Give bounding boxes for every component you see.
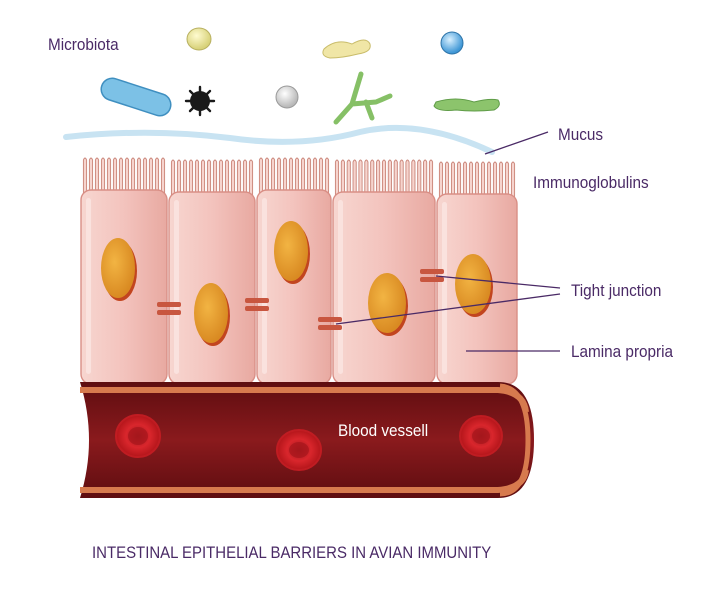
red-blood-cell-1: [115, 414, 161, 458]
label-mucus: Mucus: [558, 125, 604, 144]
black-spiky-microbe: [184, 85, 216, 117]
tight-junction-2b: [245, 306, 269, 311]
tight-junction-2: [245, 298, 269, 303]
cell-nucleus: [455, 254, 491, 314]
microvilli: [82, 157, 166, 194]
epithelial-cell-3: [256, 157, 332, 385]
blue-rod-bacterium: [100, 77, 172, 117]
white-coccus: [275, 85, 299, 109]
tight-junction-4: [420, 269, 444, 274]
tight-junction-3b: [318, 325, 342, 330]
green-fungal-filament: [333, 71, 393, 125]
cell-nucleus: [274, 221, 308, 281]
red-blood-cell-3: [459, 415, 503, 457]
epithelial-cell-2: [168, 159, 256, 385]
blood-vessel: [80, 382, 534, 498]
mucus-leader: [484, 131, 549, 155]
tight-junction-leader-1: [435, 275, 561, 289]
cell-nucleus: [368, 273, 406, 333]
blue-coccus: [440, 31, 464, 55]
tight-junction-1b: [157, 310, 181, 315]
microvilli: [334, 159, 434, 196]
epithelial-cells: [80, 157, 518, 385]
label-lamina-propria: Lamina propria: [571, 342, 674, 361]
yellow-coccus: [186, 27, 212, 51]
epithelial-cell-1: [80, 157, 168, 385]
label-microbiota: Microbiota: [48, 35, 119, 54]
cell-nucleus: [101, 238, 135, 298]
cell-nucleus: [194, 283, 228, 343]
epithelial-cell-4: [332, 159, 436, 385]
mucus-layer: [63, 125, 495, 155]
yellow-rod-bacterium: [322, 39, 371, 59]
tight-junctions: [157, 269, 444, 330]
tight-junction-4b: [420, 277, 444, 282]
red-blood-cell-2: [276, 429, 322, 471]
cell-body: [256, 189, 332, 385]
diagram-title: INTESTINAL EPITHELIAL BARRIERS IN AVIAN …: [92, 543, 492, 562]
microvilli: [170, 159, 254, 196]
epithelial-cell-5: [436, 161, 518, 385]
tight-junction-1: [157, 302, 181, 307]
label-immunoglobulins: Immunoglobulins: [533, 173, 649, 192]
microbiota-group: [100, 27, 500, 125]
leader-lines: [335, 131, 561, 352]
vessel-end-rim: [499, 383, 531, 497]
label-blood-vessel: Blood vessell: [338, 421, 429, 440]
tight-junction-leader-2: [335, 293, 561, 325]
green-rod-bacterium: [433, 98, 500, 112]
microvilli: [258, 157, 330, 194]
tight-junction-3: [318, 317, 342, 322]
label-tight-junction: Tight junction: [571, 281, 662, 300]
microvilli: [438, 161, 516, 198]
